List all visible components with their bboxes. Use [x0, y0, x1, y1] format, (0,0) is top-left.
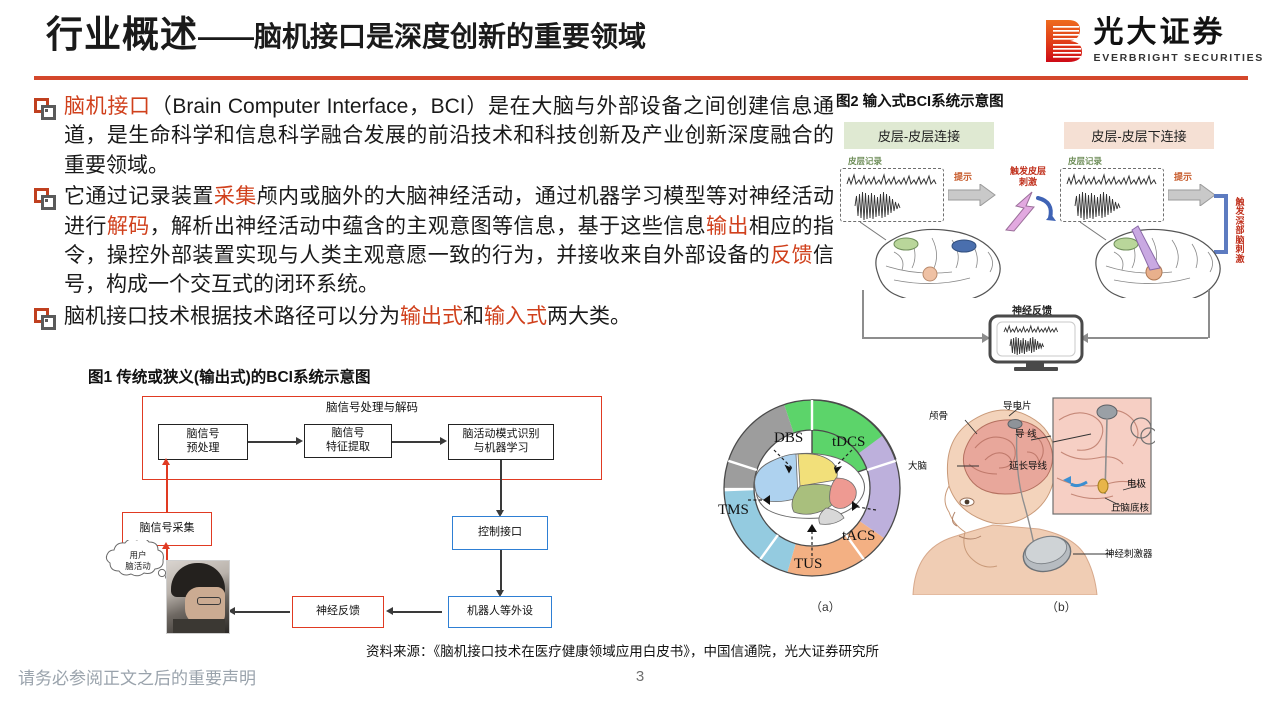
brand-logo: 光大证券 EVERBRIGHT SECURITIES: [1044, 18, 1264, 64]
figure1-arrow-head: [296, 437, 303, 445]
figure2-right-signal-box: [1060, 168, 1164, 222]
glasses-icon: [197, 597, 221, 605]
footer-note: 请务必参阅正文之后的重要声明: [18, 669, 256, 688]
logo-name-cn: 光大证券: [1093, 16, 1226, 50]
bullet-item-1: 脑机接口（Brain Computer Interface，BCI）是在大脑与外…: [34, 92, 834, 180]
donut-label-tms: TMS: [718, 502, 749, 518]
figure2-right-brain-icon: [1080, 222, 1221, 298]
anatomy-label-brain: 大脑: [908, 461, 928, 472]
bullet-text-1: 脑机接口（Brain Computer Interface，BCI）是在大脑与外…: [64, 95, 835, 177]
face-shape: [185, 587, 225, 625]
page-title: 行业概述 ——脑机接口是深度创新的重要领域: [46, 16, 646, 53]
shoulders-shape: [173, 619, 225, 633]
donut-label-tacs: tACS: [842, 528, 875, 544]
figure1-arrow-line: [392, 611, 442, 613]
figure1-box-feedback: 神经反馈: [292, 596, 384, 628]
anatomy-label-lead: 导 线: [1015, 429, 1037, 440]
figure2-left-signal-box: [840, 168, 944, 222]
thought-bubble-label: 用户脑活动: [125, 550, 151, 571]
bullet-text-2: 它通过记录装置采集颅内或脑外的大脑神经活动，通过机器学习模型等对神经活动进行解码…: [64, 185, 835, 297]
anatomy-label-electrode: 电极: [1127, 479, 1147, 490]
figure2-connector-line: [1088, 337, 1208, 339]
anatomy-label-extension: 延长导线: [1009, 461, 1048, 472]
logo-name-en: EVERBRIGHT SECURITIES: [1093, 52, 1264, 65]
figure2-monitor-icon: [988, 314, 1084, 371]
figure2-connector-line: [862, 290, 864, 338]
figure1-box-pattern: 脑活动模式识别与机器学习: [448, 424, 554, 460]
figure1-box-preprocess: 脑信号预处理: [158, 424, 248, 460]
bullet-text-3: 脑机接口技术根据技术路径可以分为输出式和输入式两大类。: [64, 304, 631, 328]
anatomy-label-stimulator: 神经刺激器: [1105, 549, 1153, 560]
subject-eeg-photo: [166, 560, 230, 634]
figure2-right-connector-icon: [1214, 194, 1228, 254]
squares-bullet-icon: [34, 188, 56, 211]
bullet-item-2: 它通过记录装置采集颅内或脑外的大脑神经活动，通过机器学习模型等对神经活动进行解码…: [34, 182, 834, 300]
thought-bubble-icon: 用户脑活动: [100, 537, 172, 584]
figure3-donut: DBS tDCS tACS TUS TMS: [712, 388, 932, 593]
figure2-right-cue-arrow-icon: [1168, 184, 1216, 206]
figure1-arrow-head: [496, 590, 504, 597]
figure2-left-record-label: 皮层记录: [848, 156, 883, 166]
figure2-caption: 图2 输入式BCI系统示意图: [836, 94, 1004, 110]
page-number: 3: [635, 668, 645, 685]
figure2-connector-arrow: [982, 333, 990, 343]
figure2-right-stim-label: 触发深部脑刺激: [1235, 197, 1245, 264]
figure1-box-feature: 脑信号特征提取: [304, 424, 392, 458]
donut-label-tus: TUS: [794, 556, 822, 572]
figure2-left-cue-arrow-icon: [948, 184, 996, 206]
figure1-arrow-head-red: [162, 542, 170, 549]
source-note: 资料来源：《脑机接口技术在医疗健康领域应用白皮书》，中国信通院，光大证券研究所: [366, 644, 879, 659]
figure1-arrow-head-red: [162, 458, 170, 465]
figure2-left-brain-icon: [860, 222, 1001, 298]
figure2-diagram: 皮层-皮层连接 皮层-皮层下连接 皮层记录 提示 触发皮层刺激: [836, 122, 1256, 372]
figure1-outer-label: 脑信号处理与解码: [326, 402, 418, 414]
anatomy-label-skull: 颅骨: [929, 411, 949, 422]
bullet-list: 脑机接口（Brain Computer Interface，BCI）是在大脑与外…: [34, 92, 834, 333]
figure2-neurofeedback-label: 神经反馈: [1012, 306, 1052, 317]
figure2-panel-right-title: 皮层-皮层下连接: [1064, 122, 1214, 149]
figure2-left-stim-icon: [1005, 191, 1056, 232]
page-title-main: 行业概述: [46, 14, 198, 55]
figure1-outer-frame: [142, 396, 602, 480]
figure1-caption: 图1 传统或狭义(输出式)的BCI系统示意图: [88, 369, 371, 386]
figure1-arrow-line-red: [166, 464, 168, 512]
anatomy-label-electrode-pad: 导电片: [1003, 401, 1032, 412]
bullet-item-3: 脑机接口技术根据技术路径可以分为输出式和输入式两大类。: [34, 302, 834, 331]
figure1-arrow-head: [496, 510, 504, 517]
donut-label-dbs: DBS: [774, 430, 803, 446]
figure1-arrow-line: [234, 611, 290, 613]
figure2-right-cue-label: 提示: [1174, 172, 1193, 182]
figure2-left-stim-label: 触发皮层刺激: [1009, 166, 1046, 187]
figure1-arrow-line: [500, 460, 502, 514]
squares-bullet-icon: [34, 98, 56, 120]
figure1-box-device: 机器人等外设: [448, 596, 552, 628]
figure1-box-control: 控制接口: [452, 516, 548, 550]
figure1-arrow-head: [440, 437, 447, 445]
figure4-anatomy: 颅骨 大脑 导电片 导 线 延长导线 电极 丘脑底核 神经刺激器: [905, 390, 1158, 596]
page-title-sub: ——脑机接口是深度创新的重要领域: [198, 21, 647, 52]
figure2-connector-line: [862, 337, 982, 339]
figure2-left-cue-label: 提示: [954, 172, 973, 182]
figure3-sublabel: （a）: [810, 600, 841, 614]
figure1-arrow-head: [228, 607, 235, 615]
figure1-diagram: 脑信号处理与解码 脑信号预处理 脑信号特征提取 脑活动模式识别与机器学习 控制接…: [100, 392, 660, 634]
figure1-arrow-head: [386, 607, 393, 615]
donut-label-tdcs: tDCS: [832, 434, 865, 450]
anatomy-label-stn: 丘脑底核: [1111, 503, 1150, 514]
title-divider: [34, 76, 1248, 80]
squares-bullet-icon: [34, 307, 56, 330]
figure2-panel-left-title: 皮层-皮层连接: [844, 122, 994, 149]
everbright-logo-icon: [1044, 18, 1084, 64]
figure2-right-record-label: 皮层记录: [1068, 156, 1103, 166]
figure2-connector-line: [1208, 290, 1210, 338]
figure1-arrow-line: [248, 441, 296, 443]
figure1-arrow-line: [392, 441, 440, 443]
figure1-arrow-line: [500, 550, 502, 594]
figure2-connector-arrow: [1080, 333, 1088, 343]
figure4-sublabel: （b）: [1046, 600, 1077, 614]
